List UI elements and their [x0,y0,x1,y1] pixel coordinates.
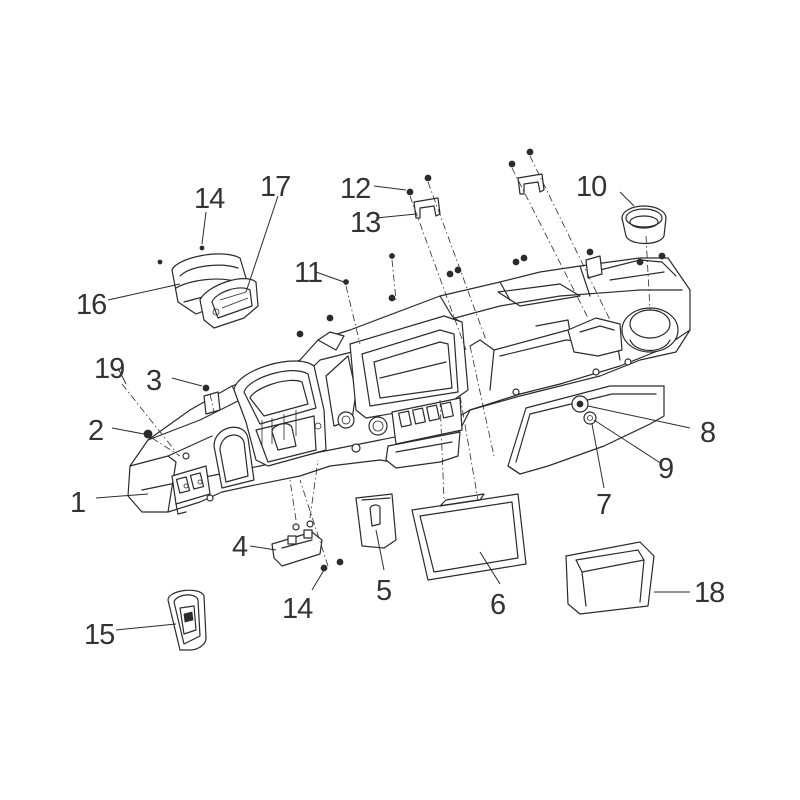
callout-8: 8 [700,417,715,449]
callout-15: 15 [84,619,114,651]
callout-11: 11 [294,257,322,289]
dashboard-assembly [127,257,691,515]
retainer-brackets [413,173,603,279]
meter-bezel [199,278,259,329]
callout-16: 16 [76,289,106,321]
callout-4: 4 [232,531,248,563]
callout-12: 12 [340,173,370,205]
callout-19: 19 [94,353,124,385]
cup-holder-ring [621,205,667,245]
display-frame [411,493,527,581]
leader-lines [95,185,691,631]
callout-18: 18 [694,577,724,609]
callouts: 1 2 3 4 5 6 7 8 9 10 11 12 13 14 14 15 1… [70,171,725,651]
switch-cover [355,493,397,549]
assembly-guide-lines [121,155,651,567]
callout-9: 9 [658,453,673,485]
callout-6: 6 [490,589,505,621]
callout-14-top: 14 [194,183,225,215]
callout-17: 17 [260,171,290,203]
callout-5: 5 [376,575,391,607]
callout-2: 2 [88,415,103,447]
side-pocket [167,589,207,651]
callout-3: 3 [146,365,161,397]
callout-7: 7 [596,489,611,521]
callout-10: 10 [576,171,606,203]
callout-13: 13 [350,207,380,239]
screws [143,148,666,572]
mount-bracket [271,520,323,567]
callout-14-bottom: 14 [282,593,313,625]
glovebox-lock [571,395,597,425]
storage-tray [565,541,655,615]
glovebox-door [507,385,665,475]
callout-1: 1 [70,487,85,519]
